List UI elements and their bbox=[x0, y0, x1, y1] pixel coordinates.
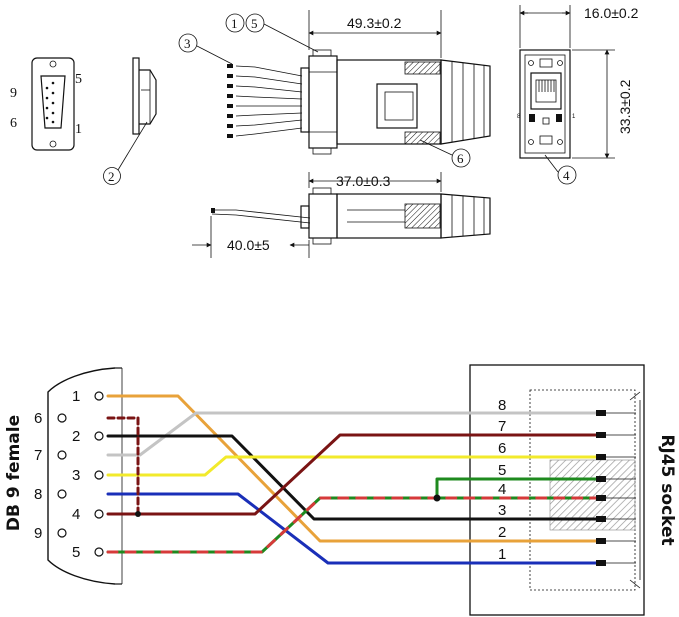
callout-5: 5 bbox=[251, 16, 258, 31]
db9-front-view: 9 5 6 1 bbox=[10, 57, 82, 151]
adapter-top-view: 3 1 5 6 49.3±0.2 bbox=[178, 10, 491, 168]
db9-side-view: 2 bbox=[103, 57, 157, 185]
adapter-end-view: 8 1 16.0±0.2 33.3±0.2 4 bbox=[517, 5, 639, 185]
db9-pin-dots bbox=[45, 81, 55, 124]
callout-4: 4 bbox=[563, 168, 570, 183]
rj45-pin-5: 5 bbox=[498, 462, 506, 479]
loose-wires bbox=[227, 64, 303, 138]
mechanical-drawing: 9 5 6 1 2 bbox=[10, 5, 639, 258]
db9-pin-9: 9 bbox=[34, 525, 42, 542]
wire-db2-rj3 bbox=[106, 434, 602, 521]
rj45-pin-8: 8 bbox=[498, 397, 506, 414]
rj45-housing bbox=[469, 364, 645, 616]
wire-db5-rj5 bbox=[433, 477, 602, 502]
rj45-pin-2: 2 bbox=[498, 524, 506, 541]
dim-width: 16.0±0.2 bbox=[584, 5, 639, 21]
db9-pin-6: 6 bbox=[34, 410, 42, 427]
rj45-pin-1: 1 bbox=[498, 546, 506, 563]
rj45-pin-4: 4 bbox=[498, 481, 506, 498]
callout-6: 6 bbox=[457, 151, 464, 166]
db9-pin-1: 1 bbox=[72, 388, 80, 405]
db9-pin-7: 7 bbox=[34, 447, 42, 464]
rj45-pin-3: 3 bbox=[498, 502, 506, 519]
adapter-side-view: 37.0±0.3 40.0±5 bbox=[192, 172, 491, 258]
db9-pin-label-1: 1 bbox=[75, 122, 82, 137]
wiring-diagram: DB 9 female RJ45 socket bbox=[4, 364, 677, 616]
db9-female-label: DB 9 female bbox=[4, 415, 24, 531]
wire-db7-rj8 bbox=[106, 411, 602, 457]
end-view-mark-left: 8 bbox=[517, 114, 521, 120]
db9-pin-label-6: 6 bbox=[10, 116, 17, 131]
callout-1: 1 bbox=[231, 16, 238, 31]
callout-3: 3 bbox=[184, 36, 191, 51]
end-view-mark-right: 1 bbox=[572, 114, 576, 120]
db9-pin-label-5: 5 bbox=[75, 72, 82, 87]
dim-length: 49.3±0.2 bbox=[347, 15, 402, 31]
wire-db3-rj6 bbox=[106, 455, 602, 477]
db9-pin-5: 5 bbox=[72, 544, 80, 561]
db9-pin-3: 3 bbox=[72, 467, 80, 484]
wire-db1-rj2 bbox=[106, 394, 602, 543]
rj45-pin-7: 7 bbox=[498, 418, 506, 435]
wire-db4-rj7 bbox=[106, 433, 602, 516]
db9-pin-2: 2 bbox=[72, 428, 80, 445]
db9-pins: 1 6 2 7 3 8 4 9 5 bbox=[34, 388, 104, 561]
wire-db6-dashed bbox=[106, 416, 141, 517]
dim-height: 33.3±0.2 bbox=[617, 79, 633, 134]
wire-db8-rj1 bbox=[106, 492, 602, 565]
rj45-pin-6: 6 bbox=[498, 440, 506, 457]
db9-pin-4: 4 bbox=[72, 506, 80, 523]
dim-wire-length: 40.0±5 bbox=[227, 237, 270, 253]
wire-db5-rj4 bbox=[106, 496, 602, 554]
rj45-contacts bbox=[596, 410, 636, 566]
rj45-pins: 8 7 6 5 4 3 2 1 bbox=[498, 397, 506, 563]
rj45-socket-label: RJ45 socket bbox=[657, 434, 677, 545]
db9-pin-label-9: 9 bbox=[10, 86, 17, 101]
dim-body-length: 37.0±0.3 bbox=[336, 173, 391, 189]
callout-2: 2 bbox=[108, 169, 115, 184]
rj45-face-contacts bbox=[538, 80, 555, 92]
db9-pin-8: 8 bbox=[34, 486, 42, 503]
db9-housing bbox=[47, 367, 116, 585]
